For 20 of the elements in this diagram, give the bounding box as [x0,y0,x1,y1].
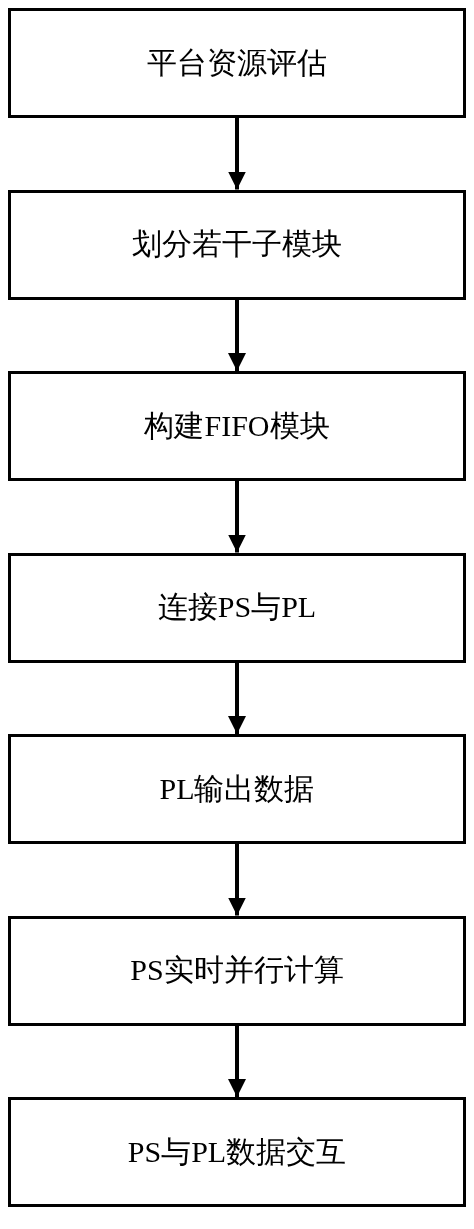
process-box [8,734,466,844]
process-box [8,552,466,663]
process-box [8,189,466,300]
process-box [8,8,466,118]
process-box [8,1097,466,1207]
step-label: 连接PS与PL [157,589,317,625]
arrow [228,299,246,371]
step-label: PS实时并行计算 [130,952,344,988]
process-box [8,915,466,1026]
arrow [228,844,246,916]
arrow [228,1025,246,1097]
step-label: 划分若干子模块 [132,226,342,262]
arrow [228,481,246,553]
step-label: PS与PL数据交互 [127,1133,347,1170]
step-label: 构建FIFO模块 [144,407,330,444]
arrow [228,662,246,734]
step-label: 平台资源评估 [147,44,327,81]
arrow [228,118,246,190]
process-box [8,371,466,481]
step-label: PL输出数据 [159,770,315,807]
